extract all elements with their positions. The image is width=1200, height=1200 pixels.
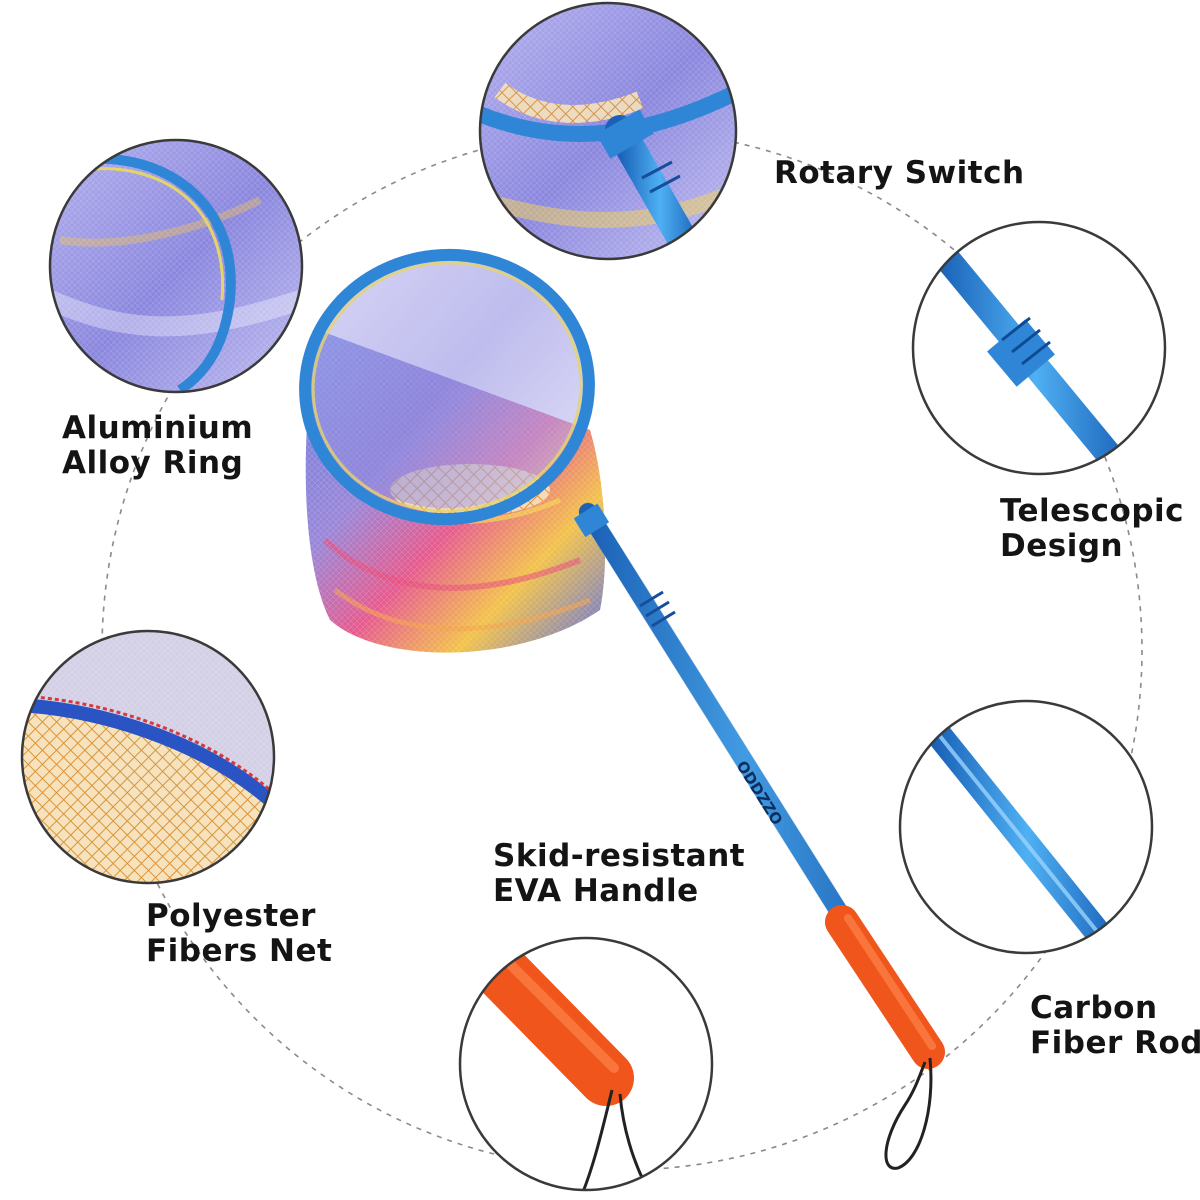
aluminium-rim [299, 248, 595, 526]
label-aluminium-ring: Aluminium Alloy Ring [62, 411, 253, 481]
detail-circle-polyester-net [20, 629, 276, 885]
lanyard-loop [884, 1057, 933, 1170]
label-polyester-net: Polyester Fibers Net [146, 899, 332, 969]
label-aluminium-ring-line1: Aluminium [62, 410, 254, 446]
label-eva-handle-line2: EVA Handle [493, 873, 699, 909]
label-rotary-switch-line1: Rotary Switch [774, 155, 1025, 191]
label-polyester-net-line1: Polyester [146, 898, 316, 934]
label-telescopic-line2: Design [1000, 528, 1124, 564]
detail-circle-eva-handle [458, 936, 714, 1192]
label-telescopic: Telescopic Design [1000, 494, 1184, 564]
label-carbon-rod-line2: Fiber Rod [1030, 1025, 1200, 1061]
label-eva-handle: Skid-resistant EVA Handle [493, 839, 745, 909]
label-eva-handle-line1: Skid-resistant [493, 838, 746, 874]
label-telescopic-line1: Telescopic [1000, 493, 1185, 529]
label-polyester-net-line2: Fibers Net [146, 933, 333, 969]
eva-handle [825, 905, 945, 1069]
label-carbon-rod-line1: Carbon [1030, 990, 1158, 1026]
detail-circle-aluminium-ring [48, 138, 304, 394]
detail-circle-rotary-switch [478, 1, 738, 261]
label-aluminium-ring-line2: Alloy Ring [62, 445, 244, 481]
label-carbon-rod: Carbon Fiber Rod [1030, 991, 1200, 1061]
detail-circle-carbon-rod [898, 699, 1154, 955]
detail-circle-telescopic [911, 220, 1167, 476]
label-rotary-switch: Rotary Switch [774, 156, 1025, 191]
